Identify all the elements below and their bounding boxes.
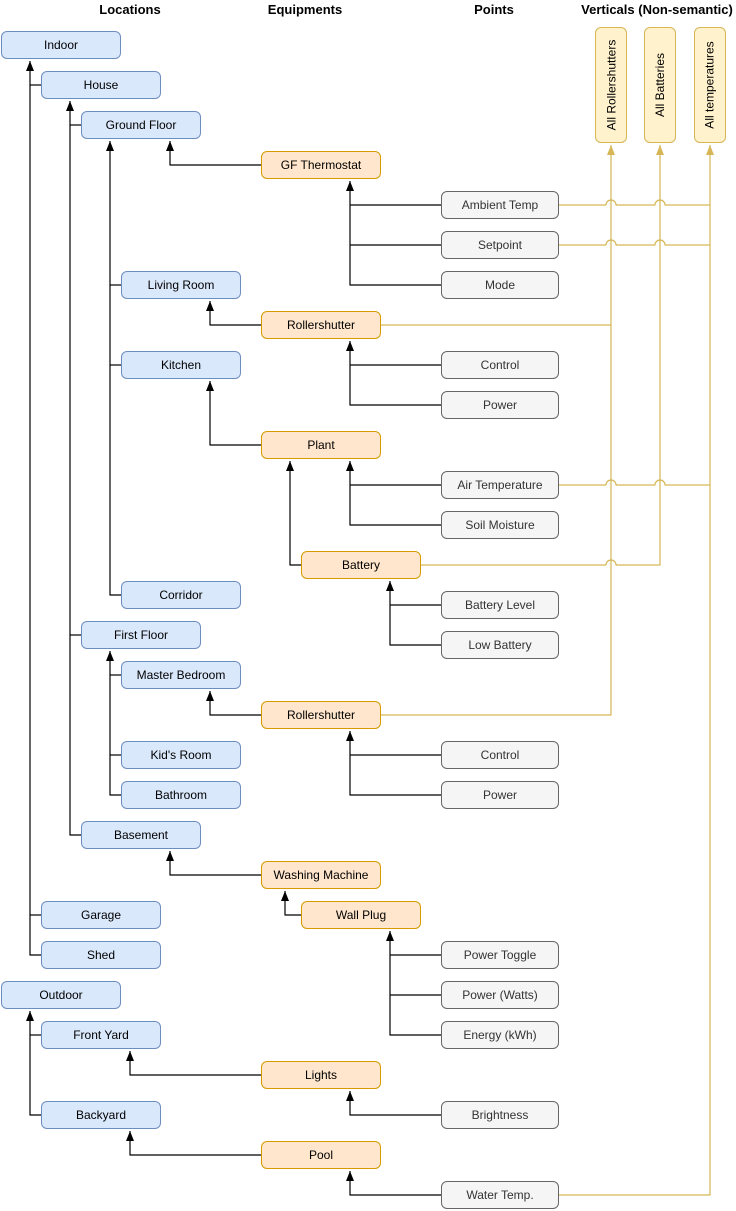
- edge-points-to-plant: [346, 461, 441, 526]
- equipment-washing-machine: Washing Machine: [261, 861, 381, 889]
- location-ground-floor: Ground Floor: [81, 111, 201, 139]
- equipment-battery: Battery: [301, 551, 421, 579]
- edge-rollershutter-to-master-bedroom: [206, 691, 261, 716]
- vertical-all-batteries: All Batteries: [644, 27, 676, 143]
- point-soil-moisture: Soil Moisture: [441, 511, 559, 539]
- column-header-points: Points: [474, 2, 514, 17]
- point-air-temperature: Air Temperature: [441, 471, 559, 499]
- edge-points-to-rollershutter-mb: [346, 731, 441, 796]
- location-kitchen: Kitchen: [121, 351, 241, 379]
- location-first-floor: First Floor: [81, 621, 201, 649]
- vertical-all-batteries-label: All Batteries: [653, 52, 667, 118]
- edge-wall-plug-to-washing-machine: [281, 891, 301, 916]
- edge-children-to-ground-floor: [106, 141, 121, 596]
- equipment-wall-plug: Wall Plug: [301, 901, 421, 929]
- location-living-room: Living Room: [121, 271, 241, 299]
- equipment-gf-thermostat: GF Thermostat: [261, 151, 381, 179]
- edge-children-to-outdoor: [26, 1011, 41, 1116]
- point-setpoint: Setpoint: [441, 231, 559, 259]
- location-garage: Garage: [41, 901, 161, 929]
- point-control-mb: Control: [441, 741, 559, 769]
- edge-battery-to-all-batteries: [421, 145, 664, 566]
- equipment-pool: Pool: [261, 1141, 381, 1169]
- point-power-gf: Power: [441, 391, 559, 419]
- location-kids-room: Kid's Room: [121, 741, 241, 769]
- edge-pool-to-backyard: [126, 1131, 261, 1156]
- edge-children-to-house: [66, 101, 81, 836]
- location-corridor: Corridor: [121, 581, 241, 609]
- location-outdoor: Outdoor: [1, 981, 121, 1009]
- location-bathroom: Bathroom: [121, 781, 241, 809]
- location-master-bedroom: Master Bedroom: [121, 661, 241, 689]
- point-power-toggle: Power Toggle: [441, 941, 559, 969]
- location-shed: Shed: [41, 941, 161, 969]
- edge-gf-thermostat-to-ground-floor: [166, 141, 261, 166]
- column-header-equipments: Equipments: [267, 2, 343, 17]
- point-control-gf: Control: [441, 351, 559, 379]
- point-power-mb: Power: [441, 781, 559, 809]
- point-mode: Mode: [441, 271, 559, 299]
- stub-air-temperature-to-all-temperatures: [559, 479, 710, 486]
- vertical-all-rollershutters-label: All Rollershutters: [604, 39, 619, 131]
- edge-battery-to-plant: [286, 461, 301, 566]
- edge-water-temp-to-pool: [346, 1171, 441, 1196]
- equipment-lights: Lights: [261, 1061, 381, 1089]
- vertical-all-temperatures: All temperatures: [694, 27, 726, 143]
- point-water-temp: Water Temp.: [441, 1181, 559, 1209]
- equipment-rollershutter-gf: Rollershutter: [261, 311, 381, 339]
- edge-lights-to-front-yard: [126, 1051, 261, 1076]
- edge-washing-machine-to-basement: [166, 851, 261, 876]
- column-header-locations: Locations: [99, 2, 161, 17]
- stub-setpoint-to-all-temperatures: [559, 239, 710, 246]
- location-basement: Basement: [81, 821, 201, 849]
- point-energy-kwh: Energy (kWh): [441, 1021, 559, 1049]
- vertical-all-temperatures-label: All temperatures: [703, 41, 717, 129]
- point-low-battery: Low Battery: [441, 631, 559, 659]
- edge-points-to-gf-thermostat: [346, 181, 441, 286]
- edge-rollershutter-to-living-room: [206, 301, 261, 326]
- point-brightness: Brightness: [441, 1101, 559, 1129]
- edge-children-to-indoor: [26, 61, 41, 956]
- semantic-links: [26, 61, 441, 1196]
- point-battery-level: Battery Level: [441, 591, 559, 619]
- location-indoor: Indoor: [1, 31, 121, 59]
- edge-children-to-first-floor: [106, 651, 121, 796]
- edge-points-to-wall-plug: [386, 931, 441, 1036]
- location-house: House: [41, 71, 161, 99]
- point-power-watts: Power (Watts): [441, 981, 559, 1009]
- edge-rollershutter-mb-to-all-rollershutters: [381, 145, 615, 716]
- equipment-rollershutter-mb: Rollershutter: [261, 701, 381, 729]
- edge-water-temp-to-all-temperatures: [559, 145, 714, 1196]
- edge-brightness-to-lights: [346, 1091, 441, 1116]
- equipment-plant: Plant: [261, 431, 381, 459]
- edge-plant-to-kitchen: [206, 381, 261, 446]
- nonsemantic-links: [381, 145, 714, 1196]
- edge-points-to-rollershutter-gf: [346, 341, 441, 406]
- location-front-yard: Front Yard: [41, 1021, 161, 1049]
- stub-ambient-temp-to-all-temperatures: [559, 199, 710, 206]
- point-ambient-temp: Ambient Temp: [441, 191, 559, 219]
- location-backyard: Backyard: [41, 1101, 161, 1129]
- edge-points-to-battery: [386, 581, 441, 646]
- column-header-verticals: Verticals (Non-semantic): [581, 2, 733, 17]
- vertical-all-rollershutters: All Rollershutters: [595, 27, 627, 143]
